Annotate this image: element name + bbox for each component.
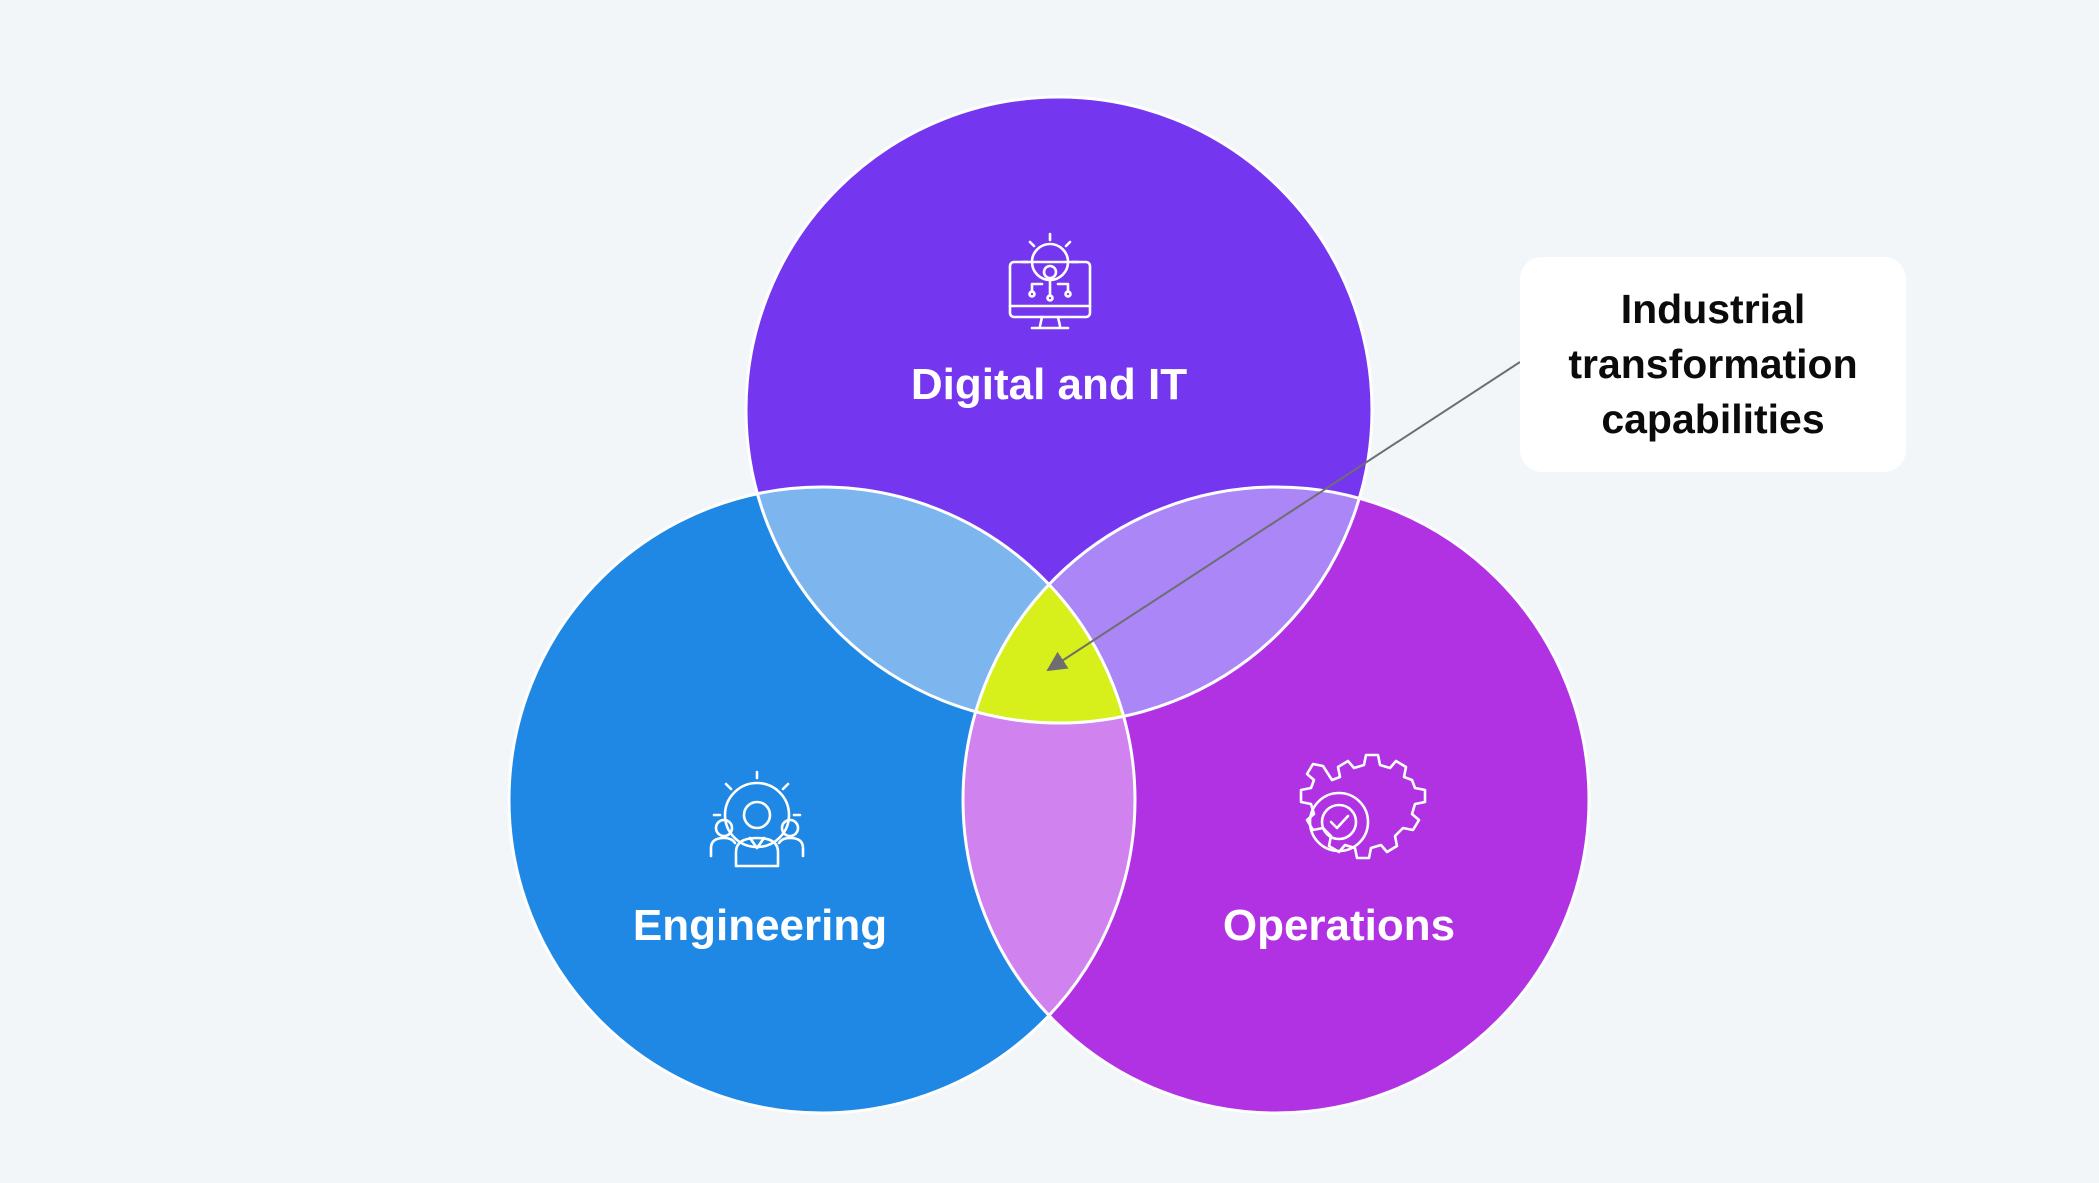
callout-arrow bbox=[1046, 361, 1521, 672]
engineering-label: Engineering bbox=[633, 901, 887, 950]
callout-text: Industrial transformation capabilities bbox=[1568, 286, 1858, 442]
overlap-digital-engineering bbox=[746, 487, 1135, 723]
engineer-team-gear-icon bbox=[709, 770, 805, 868]
overlap-digital-operations bbox=[963, 487, 1372, 723]
circle-outlines bbox=[507, 95, 1591, 1115]
digital-it-label: Digital and IT bbox=[911, 360, 1187, 409]
operations-label: Operations bbox=[1223, 901, 1455, 950]
callout-box: Industrial transformation capabilities bbox=[1520, 257, 1906, 472]
gear-checkmark-icon bbox=[1299, 753, 1427, 860]
computer-gear-icon bbox=[1008, 232, 1092, 330]
